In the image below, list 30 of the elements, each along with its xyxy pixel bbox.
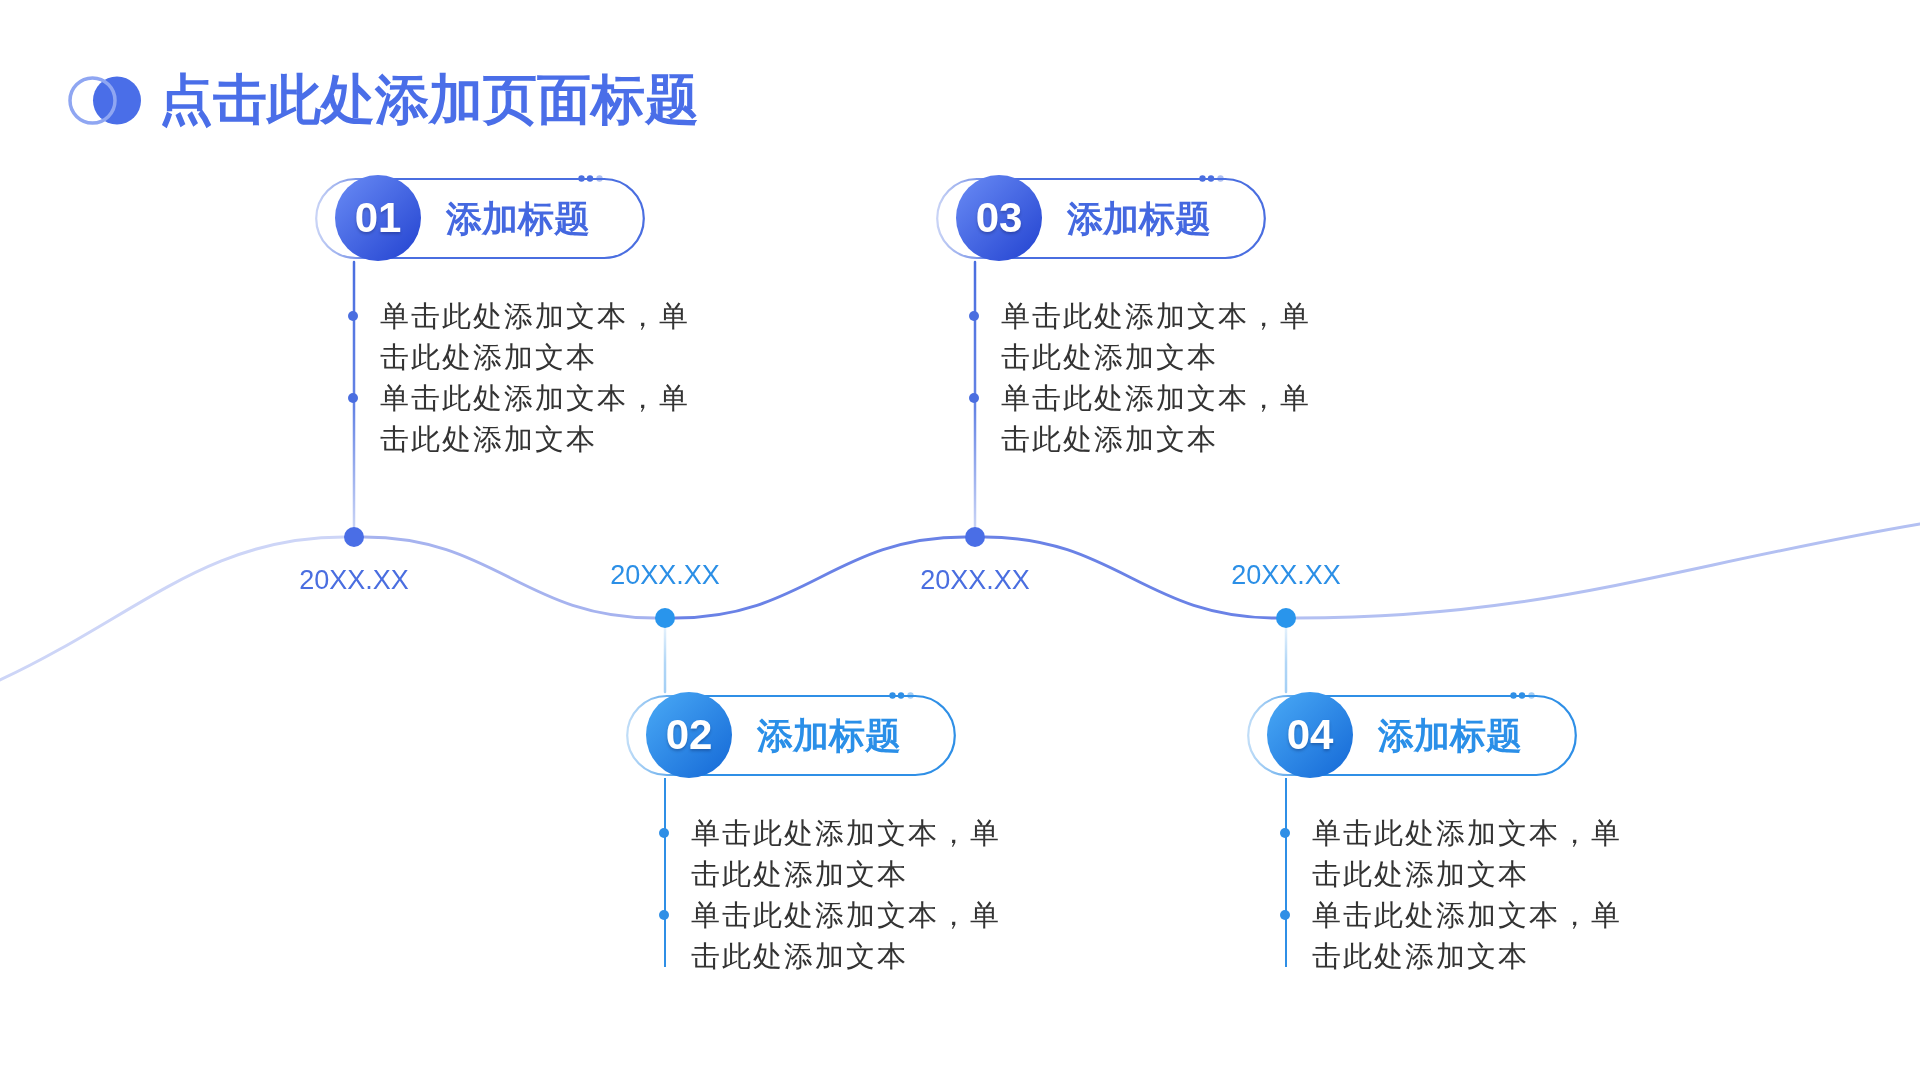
bullet-text: 单击此处添加文本，单击此处添加文本 [1001, 380, 1312, 458]
bullet-text: 单击此处添加文本，单击此处添加文本 [380, 380, 691, 458]
timeline-curve [0, 535, 346, 682]
card-title: 添加标题 [1378, 714, 1522, 758]
timeline-curve [362, 535, 657, 620]
date-label: 20XX.XX [299, 564, 409, 596]
card-title: 添加标题 [757, 714, 901, 758]
timeline-curve [673, 535, 967, 620]
bullet-text: 单击此处添加文本，单击此处添加文本 [380, 298, 691, 376]
connector-line [352, 260, 356, 529]
timeline-dot [1276, 608, 1296, 628]
timeline-curve [1294, 522, 1920, 620]
date-label: 20XX.XX [920, 564, 1030, 596]
connector-line [1284, 626, 1288, 694]
date-label: 20XX.XX [1231, 559, 1341, 591]
page-title: 点击此处添加页面标题 [159, 70, 699, 130]
bullet-text: 单击此处添加文本，单击此处添加文本 [1312, 897, 1623, 975]
bullet-text: 单击此处添加文本，单击此处添加文本 [691, 815, 1002, 893]
bullet-text: 单击此处添加文本，单击此处添加文本 [691, 897, 1002, 975]
date-label: 20XX.XX [610, 559, 720, 591]
card-title: 添加标题 [446, 197, 590, 241]
timeline-curve [983, 535, 1278, 620]
timeline-dot [965, 527, 985, 547]
card-title: 添加标题 [1067, 197, 1211, 241]
connector-line [973, 260, 977, 529]
timeline-dot [655, 608, 675, 628]
timeline-dot [344, 527, 364, 547]
bullet-text: 单击此处添加文本，单击此处添加文本 [1312, 815, 1623, 893]
bullet-text: 单击此处添加文本，单击此处添加文本 [1001, 298, 1312, 376]
connector-line [663, 626, 667, 694]
